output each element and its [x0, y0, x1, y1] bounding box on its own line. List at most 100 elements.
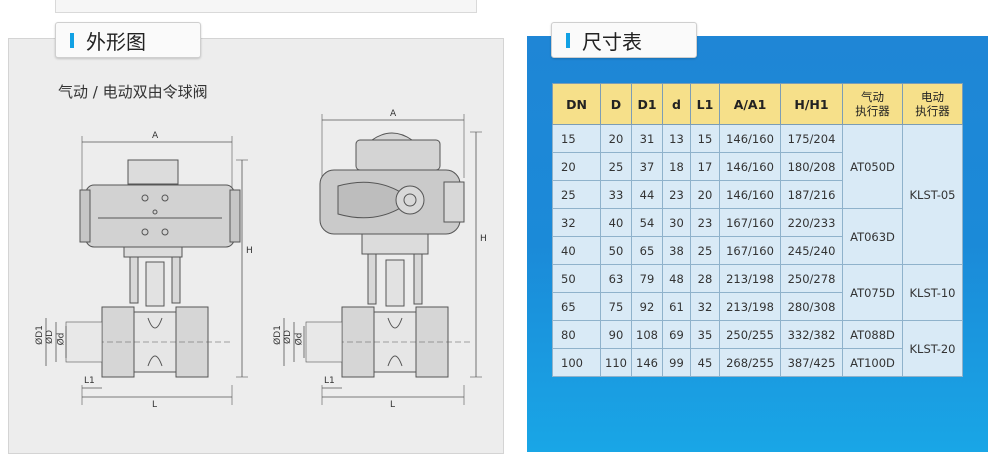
table-cell-electric: KLST-05 [902, 124, 963, 265]
table-cell: 18 [662, 152, 691, 181]
tab-accent-bar [70, 33, 74, 48]
tab-outline-drawing: 外形图 [55, 22, 201, 58]
table-cell: 45 [690, 348, 720, 377]
dim-label-h: H [480, 234, 487, 244]
table-cell: 13 [662, 124, 691, 153]
table-cell: 31 [631, 124, 663, 153]
dim-label-l: L [390, 400, 396, 410]
table-cell-electric: KLST-10 [902, 264, 963, 321]
table-cell: 79 [631, 264, 663, 293]
table-cell: 92 [631, 292, 663, 321]
table-cell: 35 [690, 320, 720, 349]
table-cell: 146/160 [719, 152, 781, 181]
dim-label-d: Ød [294, 332, 305, 346]
table-cell: 387/425 [780, 348, 843, 377]
table-cell-pneumatic: AT063D [842, 208, 903, 265]
table-cell: 20 [690, 180, 720, 209]
table-cell-pneumatic: AT100D [842, 348, 903, 377]
table-cell: 110 [600, 348, 632, 377]
table-cell: 44 [631, 180, 663, 209]
table-cell: 167/160 [719, 208, 781, 237]
table-cell: 25 [690, 236, 720, 265]
dimension-table: DN D D1 d L1 A/A1 H/H1 气动执行器 电动执行器 15 20… [552, 83, 963, 377]
table-cell: 40 [552, 236, 601, 265]
header-line: 执行器 [915, 104, 950, 118]
table-cell: 63 [600, 264, 632, 293]
table-cell: 54 [631, 208, 663, 237]
top-decorative-frame [55, 0, 477, 13]
table-cell: 250/278 [780, 264, 843, 293]
pneumatic-valve-drawing [45, 136, 248, 405]
dim-label-l1: L1 [84, 376, 95, 386]
table-cell: 28 [690, 264, 720, 293]
column-header: H/H1 [780, 83, 843, 125]
table-cell: 180/208 [780, 152, 843, 181]
table-cell: 20 [552, 152, 601, 181]
column-header: L1 [690, 83, 720, 125]
tab-dimension-table-label: 尺寸表 [582, 29, 642, 54]
table-cell: 69 [662, 320, 691, 349]
table-cell: 30 [662, 208, 691, 237]
table-cell: 50 [552, 264, 601, 293]
table-cell: 32 [690, 292, 720, 321]
table-cell: 48 [662, 264, 691, 293]
drawing-subtitle: 气动 / 电动双由令球阀 [58, 83, 208, 101]
column-header-pneumatic: 气动执行器 [842, 83, 903, 125]
table-cell: 146/160 [719, 124, 781, 153]
dim-label-d: Ød [56, 332, 67, 346]
table-row: 32 40 54 30 23 167/160 220/233 AT063D [552, 208, 963, 265]
table-cell: 40 [600, 208, 632, 237]
table-cell: 15 [690, 124, 720, 153]
table-cell: 65 [631, 236, 663, 265]
dim-label-l1: L1 [324, 376, 335, 386]
table-cell: 50 [600, 236, 632, 265]
table-row: 100 110 146 99 45 268/255 387/425 AT100D [552, 348, 963, 377]
table-cell-electric: KLST-20 [902, 320, 963, 377]
dim-label-a: A [152, 131, 159, 141]
table-row: 25 33 44 23 20 146/160 187/216 [552, 180, 963, 209]
header-line: 执行器 [855, 104, 890, 118]
table-cell: 100 [552, 348, 601, 377]
table-cell: 17 [690, 152, 720, 181]
table-cell: 65 [552, 292, 601, 321]
table-cell-pneumatic: AT075D [842, 264, 903, 321]
table-cell: 75 [600, 292, 632, 321]
table-cell: 99 [662, 348, 691, 377]
header-line: 气动 [861, 90, 884, 104]
table-cell: 32 [552, 208, 601, 237]
table-cell: 167/160 [719, 236, 781, 265]
table-cell: 23 [662, 180, 691, 209]
table-row: 50 63 79 48 28 213/198 250/278 AT075D KL… [552, 264, 963, 321]
table-cell: 280/308 [780, 292, 843, 321]
table-cell: 38 [662, 236, 691, 265]
table-cell: 213/198 [719, 292, 781, 321]
table-cell: 20 [600, 124, 632, 153]
table-cell: 187/216 [780, 180, 843, 209]
tab-dimension-table: 尺寸表 [551, 22, 697, 58]
table-cell: 23 [690, 208, 720, 237]
table-row: 40 50 65 38 25 167/160 245/240 [552, 236, 963, 265]
table-cell: 245/240 [780, 236, 843, 265]
column-header: d [662, 83, 691, 125]
dim-label-l: L [152, 400, 158, 410]
tab-accent-bar [566, 33, 570, 48]
table-cell: 332/382 [780, 320, 843, 349]
table-cell: 80 [552, 320, 601, 349]
dim-label-h: H [246, 246, 253, 256]
dim-label-a: A [390, 109, 397, 119]
dim-label-od1: ØD1 [272, 325, 283, 345]
table-cell: 25 [552, 180, 601, 209]
table-cell: 250/255 [719, 320, 781, 349]
dim-label-od: ØD [283, 329, 294, 345]
table-cell: 146/160 [719, 180, 781, 209]
table-header-row: DN D D1 d L1 A/A1 H/H1 气动执行器 电动执行器 [552, 83, 963, 125]
table-cell: 220/233 [780, 208, 843, 237]
table-cell: 37 [631, 152, 663, 181]
table-cell: 108 [631, 320, 663, 349]
column-header: D [600, 83, 632, 125]
table-cell-pneumatic: AT088D [842, 320, 903, 349]
table-cell: 146 [631, 348, 663, 377]
column-header: DN [552, 83, 601, 125]
table-cell: 268/255 [719, 348, 781, 377]
